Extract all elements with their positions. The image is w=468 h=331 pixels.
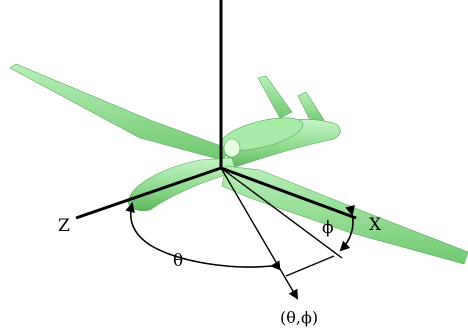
z-axis-line bbox=[75, 166, 222, 220]
direction-label: (θ,ϕ) bbox=[280, 308, 318, 327]
x-axis-label: X bbox=[369, 215, 382, 235]
z-axis-label: Z bbox=[58, 216, 70, 236]
engine-intake bbox=[223, 138, 241, 158]
theta-arc bbox=[125, 202, 281, 271]
aircraft bbox=[9, 63, 468, 265]
theta-label: θ bbox=[173, 251, 183, 271]
axes bbox=[75, 0, 357, 220]
tail-fin-tall bbox=[257, 75, 293, 119]
drop-line bbox=[285, 255, 335, 277]
tail-fin-small bbox=[297, 91, 325, 125]
projection-line bbox=[220, 167, 343, 259]
x-axis-line bbox=[220, 166, 357, 220]
left-wing bbox=[9, 63, 233, 161]
angle-arcs bbox=[125, 202, 355, 271]
phi-arc bbox=[339, 205, 355, 252]
phi-label: ϕ bbox=[322, 218, 334, 238]
